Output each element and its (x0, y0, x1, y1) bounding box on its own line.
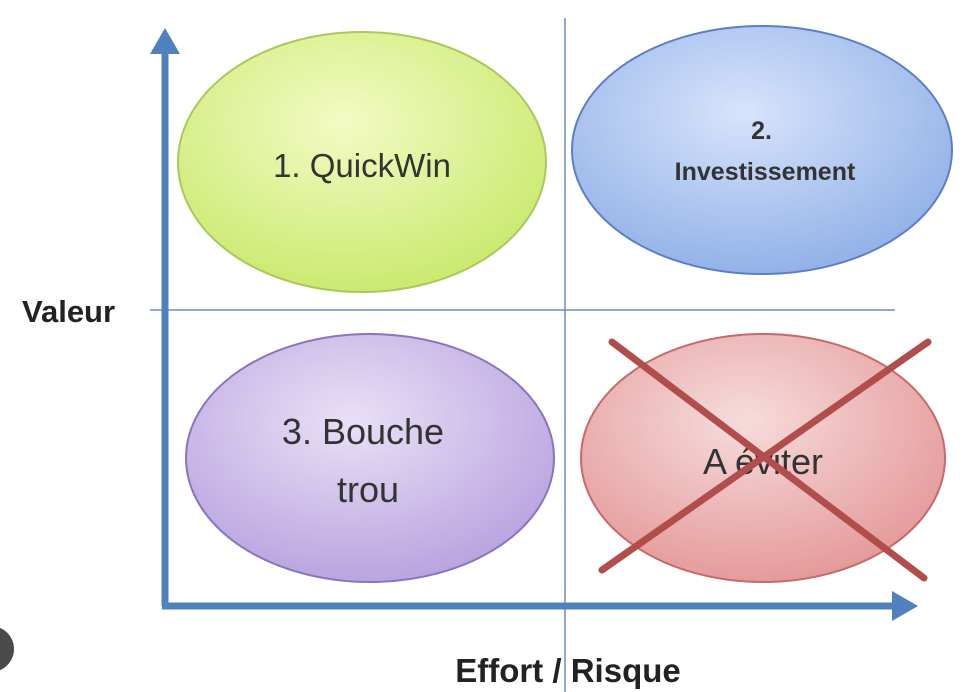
investissement-label-line-2: Investissement (675, 158, 856, 186)
bouche-trou-label-line-1: 3. Bouche (282, 411, 444, 452)
quickwin-label: 1. QuickWin (273, 147, 451, 184)
bouche-trou-label-line-2: trou (337, 469, 399, 510)
y-axis (150, 28, 180, 606)
investissement-ellipse (571, 25, 953, 275)
cross-out-icon (598, 338, 932, 582)
y-axis-label: Valeur (22, 294, 115, 329)
quickwin-label-line-1: 1. QuickWin (273, 147, 451, 184)
investissement-label-line-1: 2. (751, 117, 772, 145)
corner-circle-decoration (0, 626, 14, 672)
bouche-trou-ellipse (185, 333, 555, 583)
investissement-label: 2. Investissement (675, 117, 856, 186)
y-axis-arrow-icon (150, 28, 180, 54)
bouche-trou-label: 3. Bouche trou (282, 411, 454, 510)
x-axis (162, 591, 918, 621)
quickwin-ellipse (177, 31, 547, 293)
x-axis-arrow-icon (892, 591, 918, 621)
x-axis-label: Effort / Risque (455, 652, 681, 689)
